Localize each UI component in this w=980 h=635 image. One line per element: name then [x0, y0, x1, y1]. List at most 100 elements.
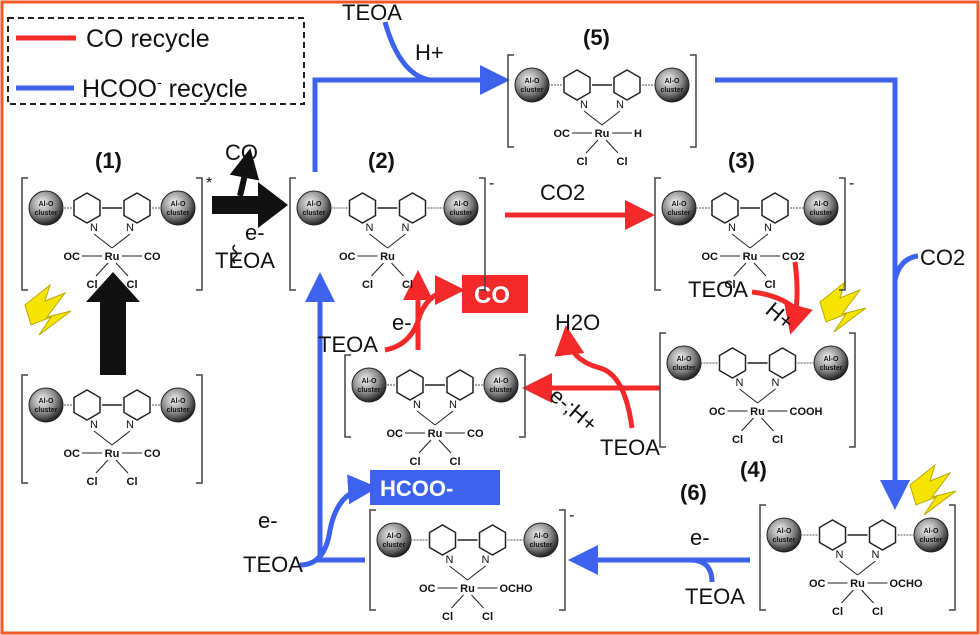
hcoo-cycle-arrows	[299, 21, 919, 583]
sphere	[666, 345, 702, 381]
complex-number-label: (5)	[583, 25, 610, 50]
left-ligand: OC	[64, 251, 81, 263]
arrow-5-to-6	[715, 77, 910, 510]
co-release-arrow	[229, 148, 260, 197]
sphere	[803, 190, 839, 226]
teoa-to-hcoo-curve	[299, 474, 378, 568]
n-ru-bond	[416, 410, 436, 426]
chloride-label: Cl	[872, 606, 883, 618]
n-ru-bond	[601, 110, 621, 126]
sphere	[661, 190, 697, 226]
cluster-bottom-label: cluster	[530, 542, 553, 549]
chloride-label: Cl	[725, 279, 736, 291]
teoa-label: TEOA	[600, 435, 660, 460]
chloride-label: Cl	[410, 456, 421, 468]
pyridine-ring	[348, 192, 377, 224]
pyridine-ring	[446, 369, 474, 401]
cl-bond	[605, 139, 619, 154]
cluster-top-label: Al-O	[672, 201, 687, 208]
h2o-curve	[554, 325, 635, 429]
cluster-top-label: Al-O	[677, 356, 692, 363]
h-plus-label: H+	[761, 297, 799, 335]
nitrogen-label: N	[449, 399, 457, 411]
nitrogen-label: N	[580, 99, 588, 111]
arrow-2-to-5	[312, 65, 510, 172]
teoa-h-plus-curve	[382, 21, 431, 83]
nitrogen-label: N	[764, 222, 772, 234]
sphere	[766, 517, 802, 553]
cl-bond	[733, 262, 747, 277]
left-bracket	[21, 177, 28, 291]
pyridine-ring	[428, 524, 457, 556]
right-ligand: CO2	[782, 251, 805, 263]
nitrogen-label: N	[90, 222, 98, 234]
n-ru-bond	[93, 430, 113, 446]
left-ligand: OC	[702, 251, 719, 263]
cl-bond	[841, 589, 854, 604]
right-bracket	[849, 332, 856, 448]
nitrogen-label: N	[402, 222, 410, 234]
left-ligand: OC	[419, 583, 436, 595]
sphere	[28, 190, 64, 226]
co2-label: CO2	[540, 180, 585, 205]
pyridine-ring	[563, 69, 591, 101]
ru-label: Ru	[105, 251, 120, 263]
n-ru-bond	[739, 388, 758, 404]
wavy-electron-line	[232, 244, 238, 264]
chloride-label: Cl	[482, 611, 493, 623]
cluster-bottom-label: cluster	[167, 210, 190, 217]
ru-label: Ru	[105, 448, 120, 460]
cluster-bottom-label: cluster	[668, 210, 691, 217]
nitrogen-label: N	[772, 377, 780, 389]
cl-bond	[391, 262, 404, 277]
right-ligand: CO	[144, 251, 161, 263]
arrow-3-to-4	[783, 261, 813, 335]
complex-number-label: (6)	[680, 480, 707, 505]
legend-hcoo-label: HCOO- recycle	[82, 74, 248, 103]
sphere	[913, 517, 949, 553]
co2-label: CO2	[920, 245, 965, 270]
chloride-label: Cl	[772, 434, 783, 446]
left-bracket	[369, 509, 376, 611]
al-o-cluster-sphere: Al-O cluster	[351, 367, 387, 403]
cluster-bottom-label: cluster	[810, 210, 833, 217]
right-ligand: OCHO	[500, 583, 533, 595]
cluster-top-label: Al-O	[171, 398, 186, 405]
pyridine-ring	[123, 389, 151, 421]
n-ru-bond	[757, 388, 776, 404]
cluster-top-label: Al-O	[494, 378, 509, 385]
pyridine-ring	[818, 519, 847, 551]
right-bracket	[196, 177, 203, 291]
sphere	[514, 67, 550, 103]
chloride-label: Cl	[732, 434, 743, 446]
chloride-label: Cl	[577, 156, 588, 168]
co-product-box	[462, 275, 528, 313]
cluster-top-label: Al-O	[814, 201, 829, 208]
right-bracket	[839, 177, 846, 291]
al-o-cluster-sphere: Al-O cluster	[803, 190, 839, 226]
cluster-top-label: Al-O	[362, 378, 377, 385]
right-bracket	[690, 54, 697, 148]
arrow-formate-to-2	[305, 272, 365, 563]
pyridine-ring	[73, 389, 101, 421]
nitrogen-label: N	[413, 399, 421, 411]
n-ru-bond	[93, 233, 113, 249]
nitrogen-label: N	[446, 554, 454, 566]
n-ru-bond	[434, 410, 454, 426]
h-plus-label: H+	[415, 40, 444, 65]
cluster-bottom-label: cluster	[358, 387, 381, 394]
nitrogen-label: N	[90, 419, 98, 431]
